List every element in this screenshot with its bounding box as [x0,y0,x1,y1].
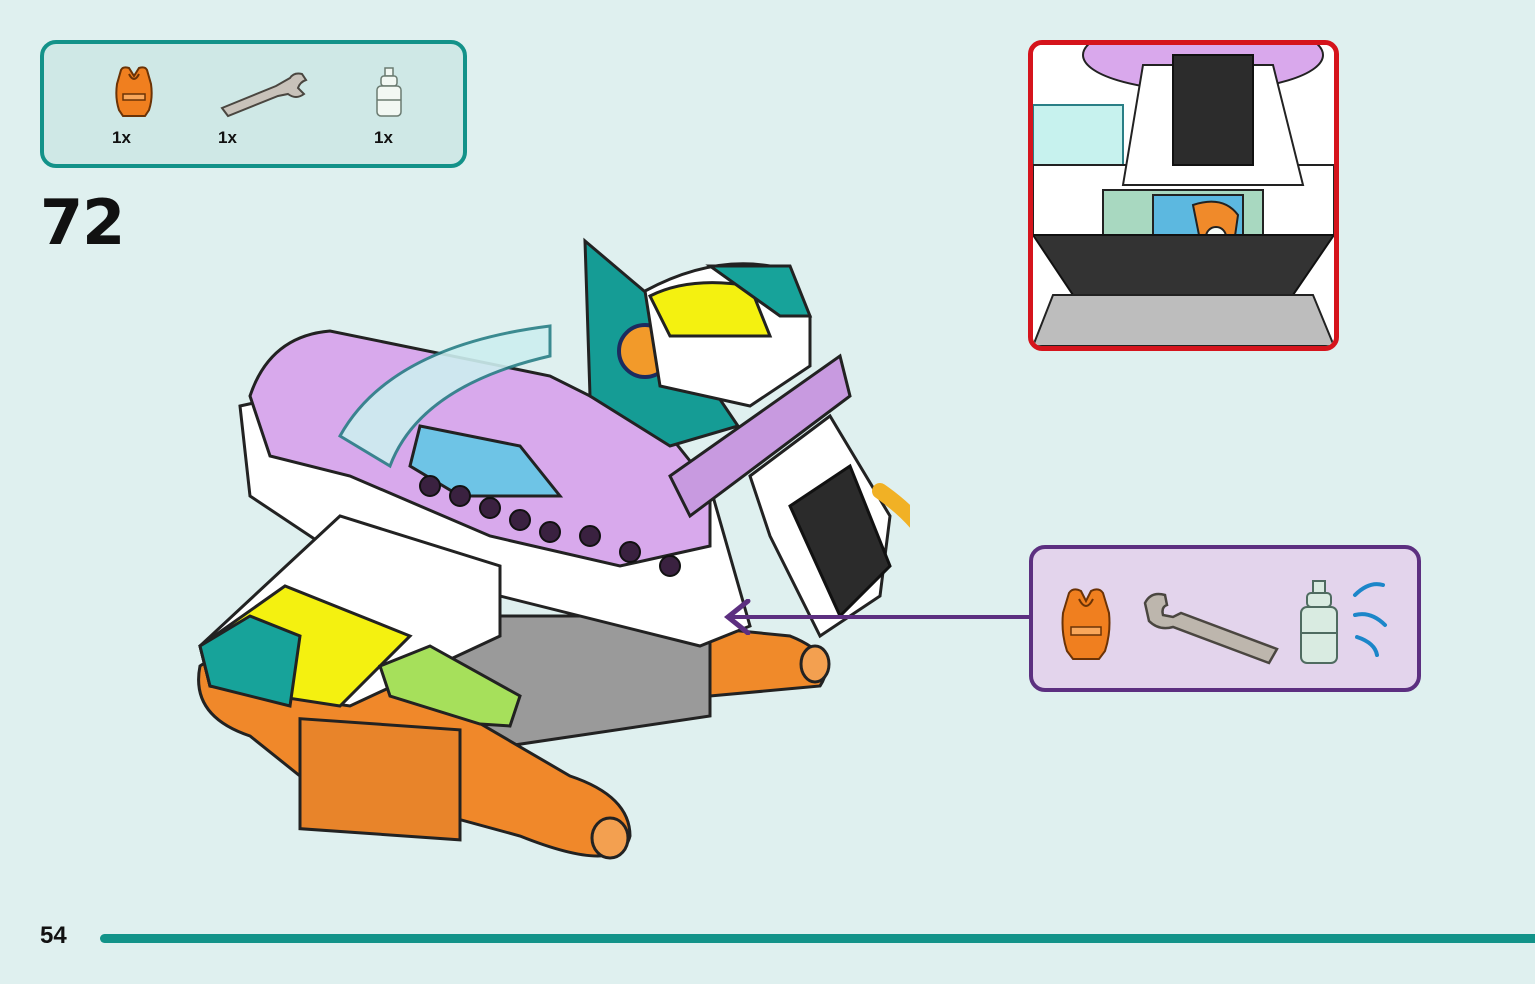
detail-callout [1028,40,1339,351]
seaplane-model-illustration [197,237,910,860]
pointer-arrow-icon [723,599,751,635]
step-number: 72 [40,186,125,259]
part-quantity-wrench: 1x [218,128,237,147]
life-vest-icon [1061,588,1111,660]
spray-bottle-icon [376,67,402,117]
wrench-icon [220,72,308,118]
part-quantity-life-vest: 1x [112,128,131,147]
part-wrench [209,64,319,120]
part-spray-bottle [339,64,439,120]
part-quantity-spray-bottle: 1x [374,128,393,147]
parts-list-box: 1x 1x 1x [40,40,467,168]
page-footer-rule [100,934,1535,943]
spray-bottle-icon [1300,580,1387,664]
tools-placement-box [1029,545,1421,692]
detail-callout-illustration [1033,45,1334,346]
life-vest-icon [115,66,153,117]
part-life-vest [84,64,184,120]
wrench-icon [1143,592,1279,665]
pointer-arrow-line [730,615,1030,619]
rotate-arrow-icon [872,483,910,528]
page-number: 54 [40,922,67,949]
